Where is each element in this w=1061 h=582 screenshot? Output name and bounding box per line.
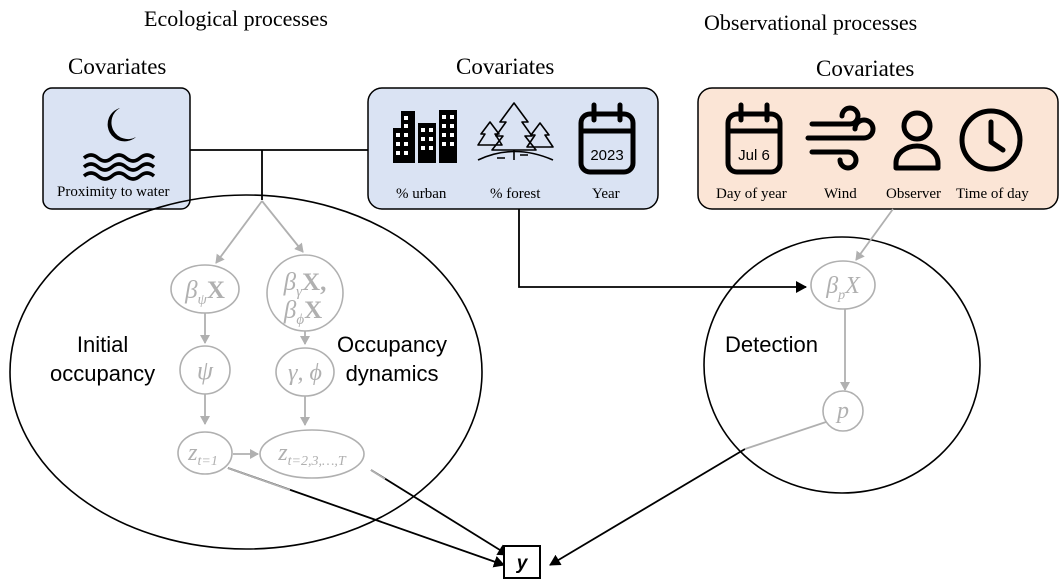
observation-covariates-heading: Covariates xyxy=(816,56,915,81)
proximity-to-water-label: Proximity to water xyxy=(57,184,170,200)
day-of-year-label: Day of year xyxy=(716,186,787,202)
node-beta-gamma-phi xyxy=(266,254,344,332)
ecological-processes-heading: Ecological processes xyxy=(144,6,328,31)
occupancy-dynamics-label: Occupancy dynamics xyxy=(337,332,448,386)
node-psi-label: ψ xyxy=(197,356,214,385)
node-zT xyxy=(259,429,365,479)
forest-icon xyxy=(477,102,554,161)
observation-covariate-box xyxy=(697,87,1059,210)
urban-label: % urban xyxy=(396,186,447,202)
landscape-covariates-heading: Covariates xyxy=(456,54,555,79)
node-p-label: p xyxy=(835,398,849,424)
forest-label: % forest xyxy=(490,186,541,202)
node-beta-p-label: βpX xyxy=(825,273,861,303)
calendar-day-icon: Jul 6 xyxy=(725,102,783,175)
detection-submodel-ellipse xyxy=(703,236,981,494)
buildings-icon xyxy=(393,110,457,163)
node-beta-p xyxy=(810,260,876,310)
clock-icon xyxy=(959,108,1023,172)
detection-label: Detection xyxy=(725,332,818,357)
observer-label: Observer xyxy=(886,186,941,202)
node-gamma-phi-label: γ, ϕ xyxy=(288,360,322,386)
node-y-label: y xyxy=(516,553,529,574)
calendar-year-icon-text: 2023 xyxy=(590,147,623,164)
node-y xyxy=(503,545,541,579)
year-label: Year xyxy=(592,186,620,202)
node-zT-label: zt=2,3,…,T xyxy=(277,440,347,469)
water-covariates-heading: Covariates xyxy=(68,54,167,79)
time-of-day-label: Time of day xyxy=(956,186,1029,202)
water-covariate-box xyxy=(42,87,191,210)
node-z1 xyxy=(177,431,233,475)
observational-processes-heading: Observational processes xyxy=(704,10,918,35)
node-p xyxy=(822,390,864,432)
wind-label: Wind xyxy=(824,186,857,202)
node-beta-phi-label: βϕX xyxy=(283,297,322,328)
node-psi xyxy=(179,345,231,395)
gray-edges xyxy=(200,200,894,459)
node-z1-label: zt=1 xyxy=(187,440,218,469)
node-beta-gamma-label: βγX, xyxy=(283,269,327,300)
calendar-day-icon-text: Jul 6 xyxy=(738,147,770,164)
wind-icon xyxy=(805,105,876,171)
node-beta-psi xyxy=(170,264,240,314)
node-beta-psi-label: βψX xyxy=(184,277,225,308)
observer-icon xyxy=(893,110,941,171)
moon-water-icon xyxy=(82,108,156,181)
initial-occupancy-label: Initial occupancy xyxy=(50,332,156,386)
covariate-connectors xyxy=(190,149,807,293)
ecological-submodel-ellipse xyxy=(9,194,483,550)
calendar-year-icon: 2023 xyxy=(578,102,636,175)
node-gamma-phi xyxy=(275,347,335,397)
